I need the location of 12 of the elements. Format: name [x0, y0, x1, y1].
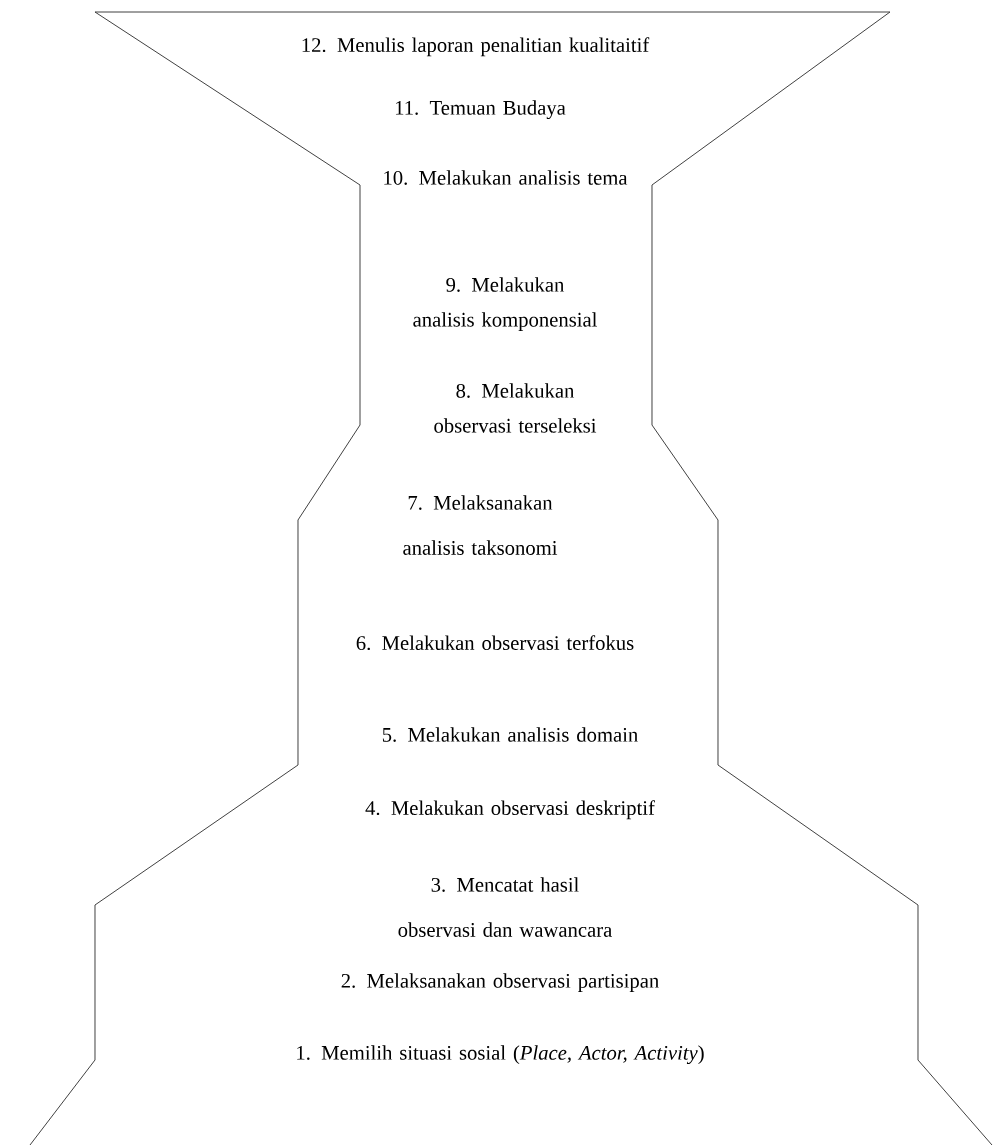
step-text: 11. Temuan Budaya — [395, 100, 566, 120]
step-text: 2. Melaksanakan observasi partisipan — [341, 973, 659, 992]
step-text: 4. Melakukan observasi deskriptif — [365, 800, 655, 820]
step-text: 9. Melakukan analisis komponensial — [413, 277, 597, 331]
step-text: 8. Melakukan observasi terseleksi — [434, 383, 597, 433]
step-text: 1. Memilih situasi sosial (Place, Actor, Activity) — [297, 1045, 704, 1065]
step-text: 6. Melakukan observasi terfokus — [356, 635, 634, 651]
step-text: 12. Menulis laporan penalitian kualitaitif — [302, 37, 650, 57]
step-text: 3. Mencatat hasil observasi dan wawancara — [398, 877, 612, 937]
step-text: 10. Melakukan analisis tema — [384, 170, 628, 185]
step-text: 5. Melakukan analisis domain — [382, 727, 638, 742]
step-text: 7. Melaksanakan analisis taksonomi — [403, 495, 558, 555]
